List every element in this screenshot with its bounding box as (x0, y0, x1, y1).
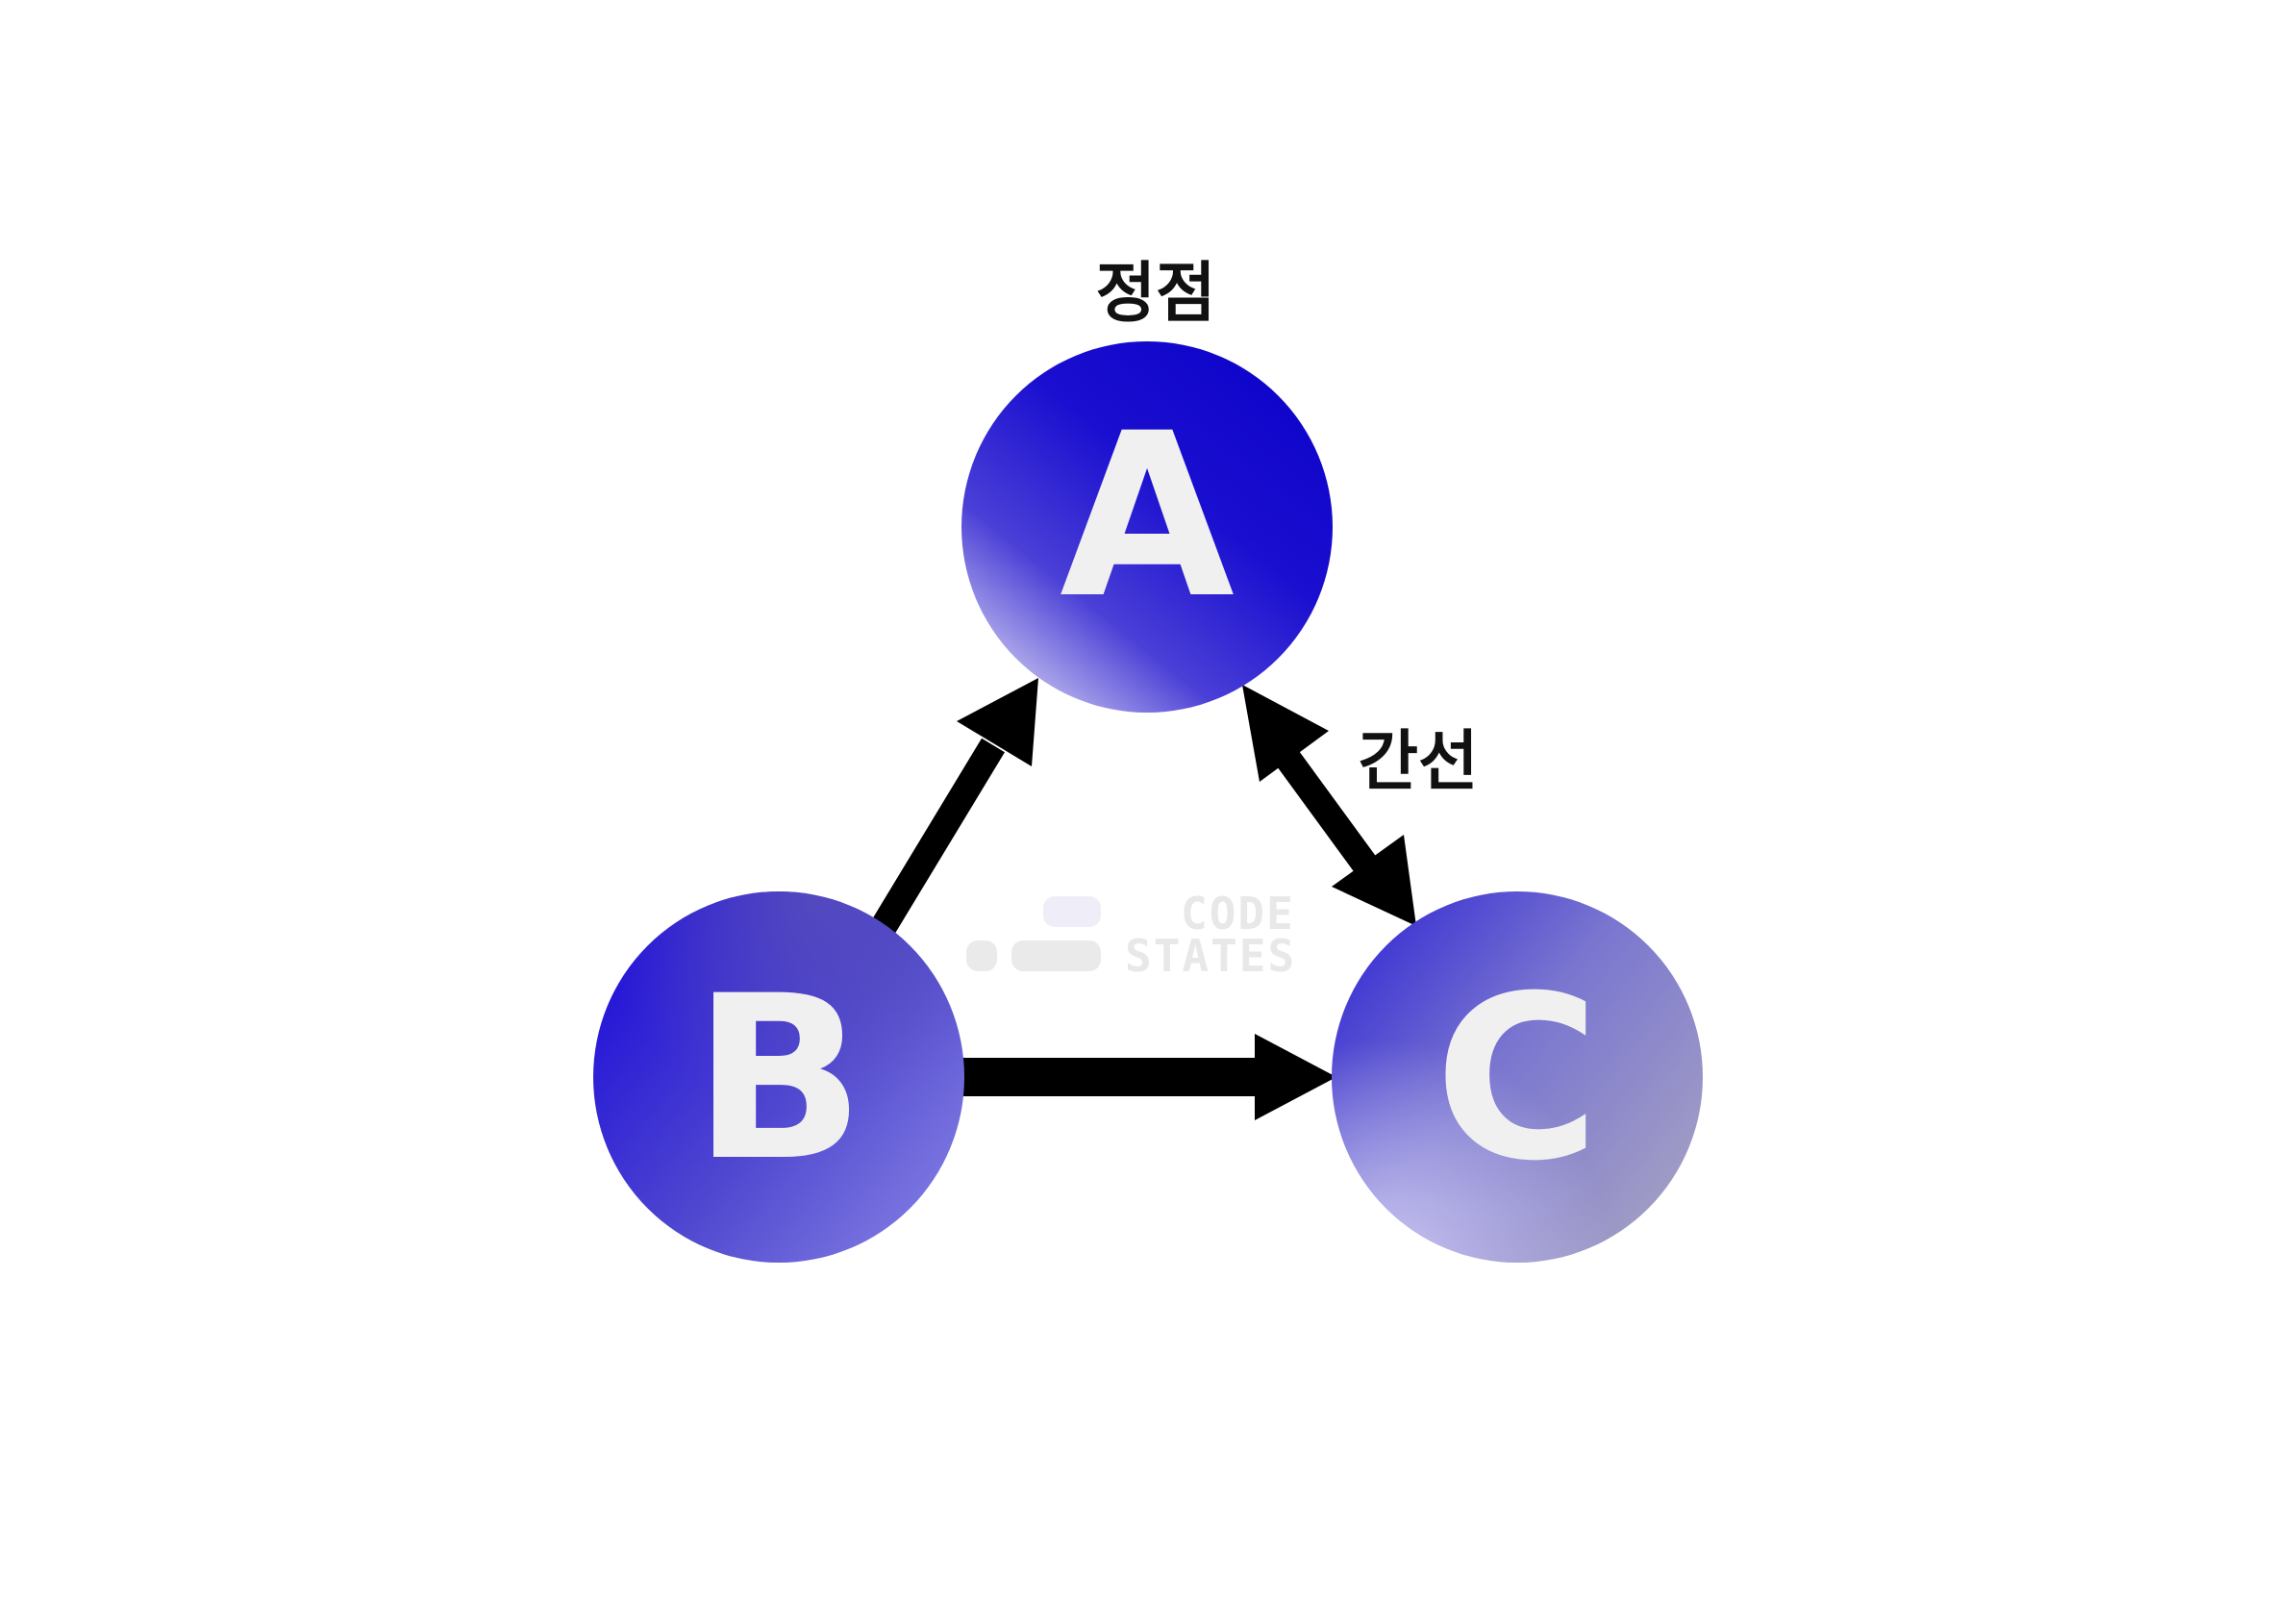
vertex-label: 정점 (1095, 256, 1215, 332)
logo-pill-bottom (1011, 940, 1101, 971)
logo-text-states: STATES (1125, 930, 1296, 982)
edge-b-to-a-arrowhead (957, 678, 1038, 766)
logo-pill-top (1043, 896, 1101, 927)
edge-a-c-arrowhead-c (1332, 835, 1416, 926)
edge-a-c-arrowhead-a (1242, 685, 1329, 782)
node-a-circle (961, 341, 1333, 713)
node-a: A (961, 341, 1333, 713)
edge-label: 간선 (1358, 724, 1478, 800)
codestates-watermark: CODE STATES (966, 888, 1296, 982)
logo-dot (966, 940, 997, 971)
node-b-label: B (692, 948, 864, 1211)
node-b: B (593, 891, 964, 1263)
node-a-label: A (1060, 386, 1235, 648)
node-b-shade (593, 891, 964, 1263)
edge-b-to-c (961, 1034, 1336, 1120)
node-c: C (1332, 891, 1703, 1263)
edge-a-c-bidirectional (1242, 685, 1416, 926)
logo-text-code: CODE (1181, 888, 1295, 940)
edge-a-c-shaft (1270, 741, 1385, 884)
edge-b-to-a-shaft (871, 738, 1005, 936)
edge-b-to-c-arrowhead (1255, 1034, 1336, 1120)
edge-b-to-a (871, 678, 1038, 936)
node-c-label: C (1435, 948, 1600, 1211)
node-c-shade (1332, 891, 1703, 1263)
